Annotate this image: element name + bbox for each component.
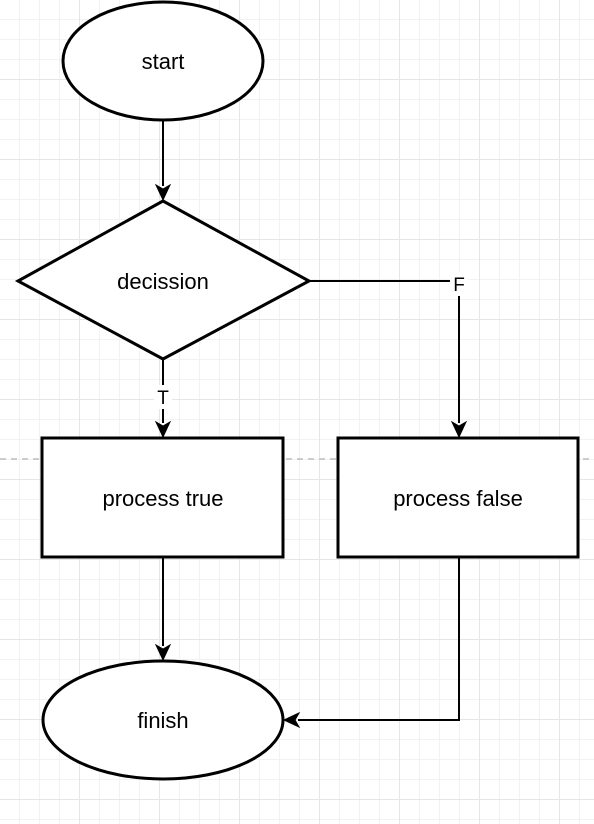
- decision-shape: [14, 199, 313, 361]
- node-decision[interactable]: decission: [14, 199, 313, 361]
- process-shape: [40, 436, 285, 559]
- arrowhead-icon: [154, 420, 172, 439]
- node-process-true[interactable]: process true: [40, 436, 285, 559]
- node-finish-label: finish: [137, 708, 188, 733]
- terminator-shape: [41, 659, 285, 781]
- node-process-false-label: process false: [393, 486, 523, 511]
- node-finish[interactable]: finish: [41, 659, 285, 781]
- arrowhead-icon: [282, 711, 301, 729]
- edge-label-background: [154, 385, 172, 409]
- node-start[interactable]: start: [61, 0, 265, 122]
- edge-process-false-to-finish[interactable]: [282, 557, 460, 729]
- arrowhead-icon: [450, 420, 468, 439]
- node-process-true-label: process true: [102, 486, 223, 511]
- arrowhead-icon: [154, 643, 172, 662]
- node-decision-label: decission: [117, 269, 209, 294]
- node-start-label: start: [142, 49, 185, 74]
- edge-label-false: F: [453, 275, 465, 296]
- edge-label-background: [450, 272, 468, 296]
- edge-process-true-to-finish[interactable]: [154, 557, 172, 662]
- process-shape: [336, 436, 580, 559]
- edge-decision-to-process-true[interactable]: T: [154, 359, 172, 439]
- terminator-shape: [61, 0, 265, 122]
- arrowhead-icon: [154, 183, 172, 202]
- edge-start-to-decision[interactable]: [154, 120, 172, 202]
- node-process-false[interactable]: process false: [336, 436, 580, 559]
- edge-decision-to-process-false[interactable]: F: [309, 272, 468, 439]
- edge-label-true: T: [157, 388, 169, 409]
